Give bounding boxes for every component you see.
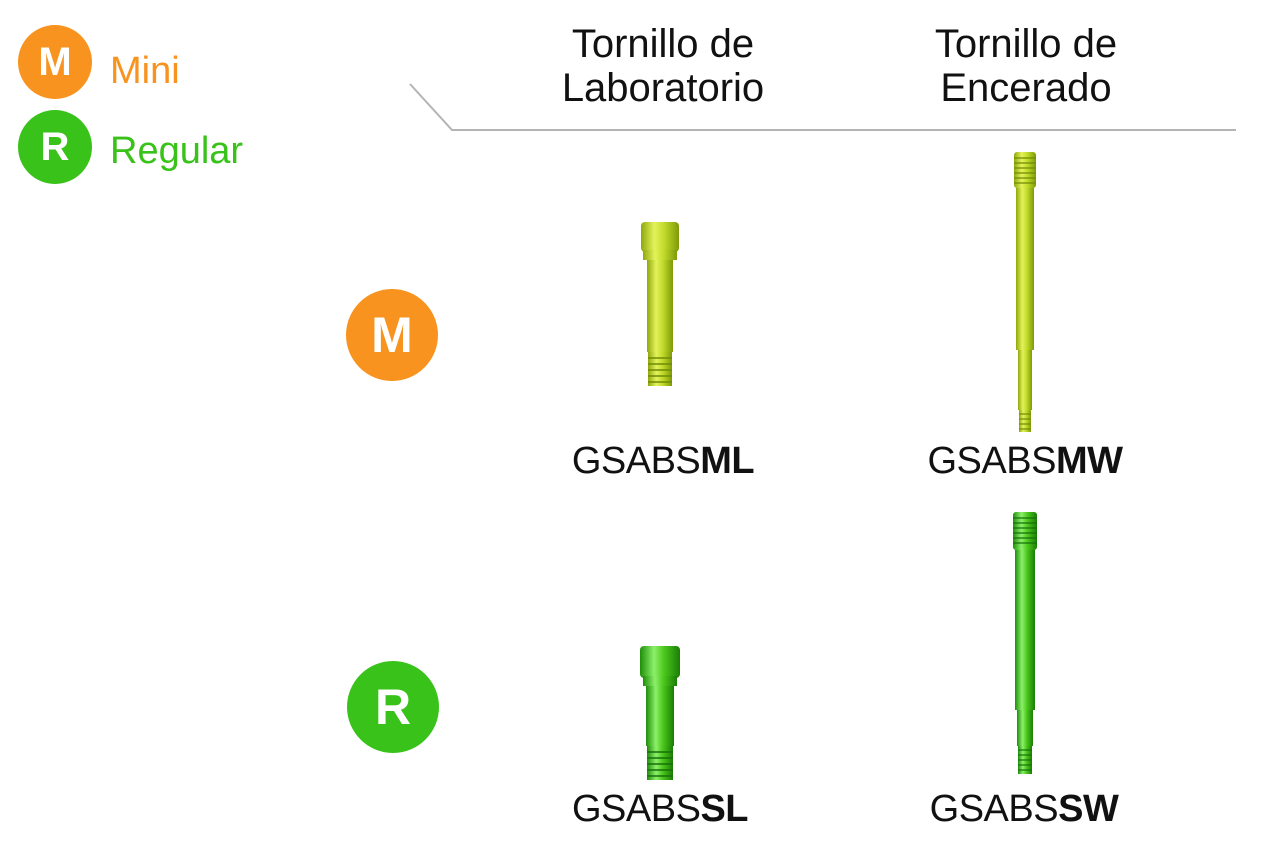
- column-header-laboratorio: Tornillo de Laboratorio: [513, 22, 813, 110]
- mini-legend-badge: M: [18, 25, 92, 99]
- product-code-suffix: MW: [1055, 440, 1123, 482]
- product-code-prefix: GSABS: [929, 788, 1059, 830]
- regular-legend-badge: R: [18, 110, 92, 184]
- column-header-laboratorio-line2: Laboratorio: [561, 66, 765, 110]
- screw-gsabsml-image: [641, 222, 679, 386]
- regular-row-badge: R: [347, 661, 439, 753]
- regular-legend-label: Regular: [110, 130, 244, 172]
- product-code-gsabsml: GSABSML: [513, 440, 813, 483]
- product-code-suffix: SW: [1058, 788, 1119, 830]
- product-code-gsabssw: GSABSSW: [874, 788, 1174, 831]
- mini-legend-label: Mini: [110, 50, 180, 92]
- mini-row-badge: M: [346, 289, 438, 381]
- column-header-encerado-line1: Tornillo de: [934, 22, 1118, 66]
- product-code-prefix: GSABS: [571, 440, 701, 482]
- column-header-encerado-line2: Encerado: [940, 66, 1112, 110]
- column-header-encerado: Tornillo de Encerado: [876, 22, 1176, 110]
- product-code-suffix: SL: [700, 788, 748, 830]
- product-code-prefix: GSABS: [571, 788, 701, 830]
- product-code-gsabsmw: GSABSMW: [875, 440, 1175, 483]
- screw-gsabssw-image: [1013, 512, 1037, 774]
- screw-gsabsmw-image: [1014, 152, 1036, 432]
- product-code-suffix: ML: [700, 440, 755, 482]
- product-code-prefix: GSABS: [927, 440, 1057, 482]
- column-header-laboratorio-line1: Tornillo de: [571, 22, 755, 66]
- screw-gsabssl-image: [640, 646, 680, 780]
- product-code-gsabssl: GSABSSL: [510, 788, 810, 831]
